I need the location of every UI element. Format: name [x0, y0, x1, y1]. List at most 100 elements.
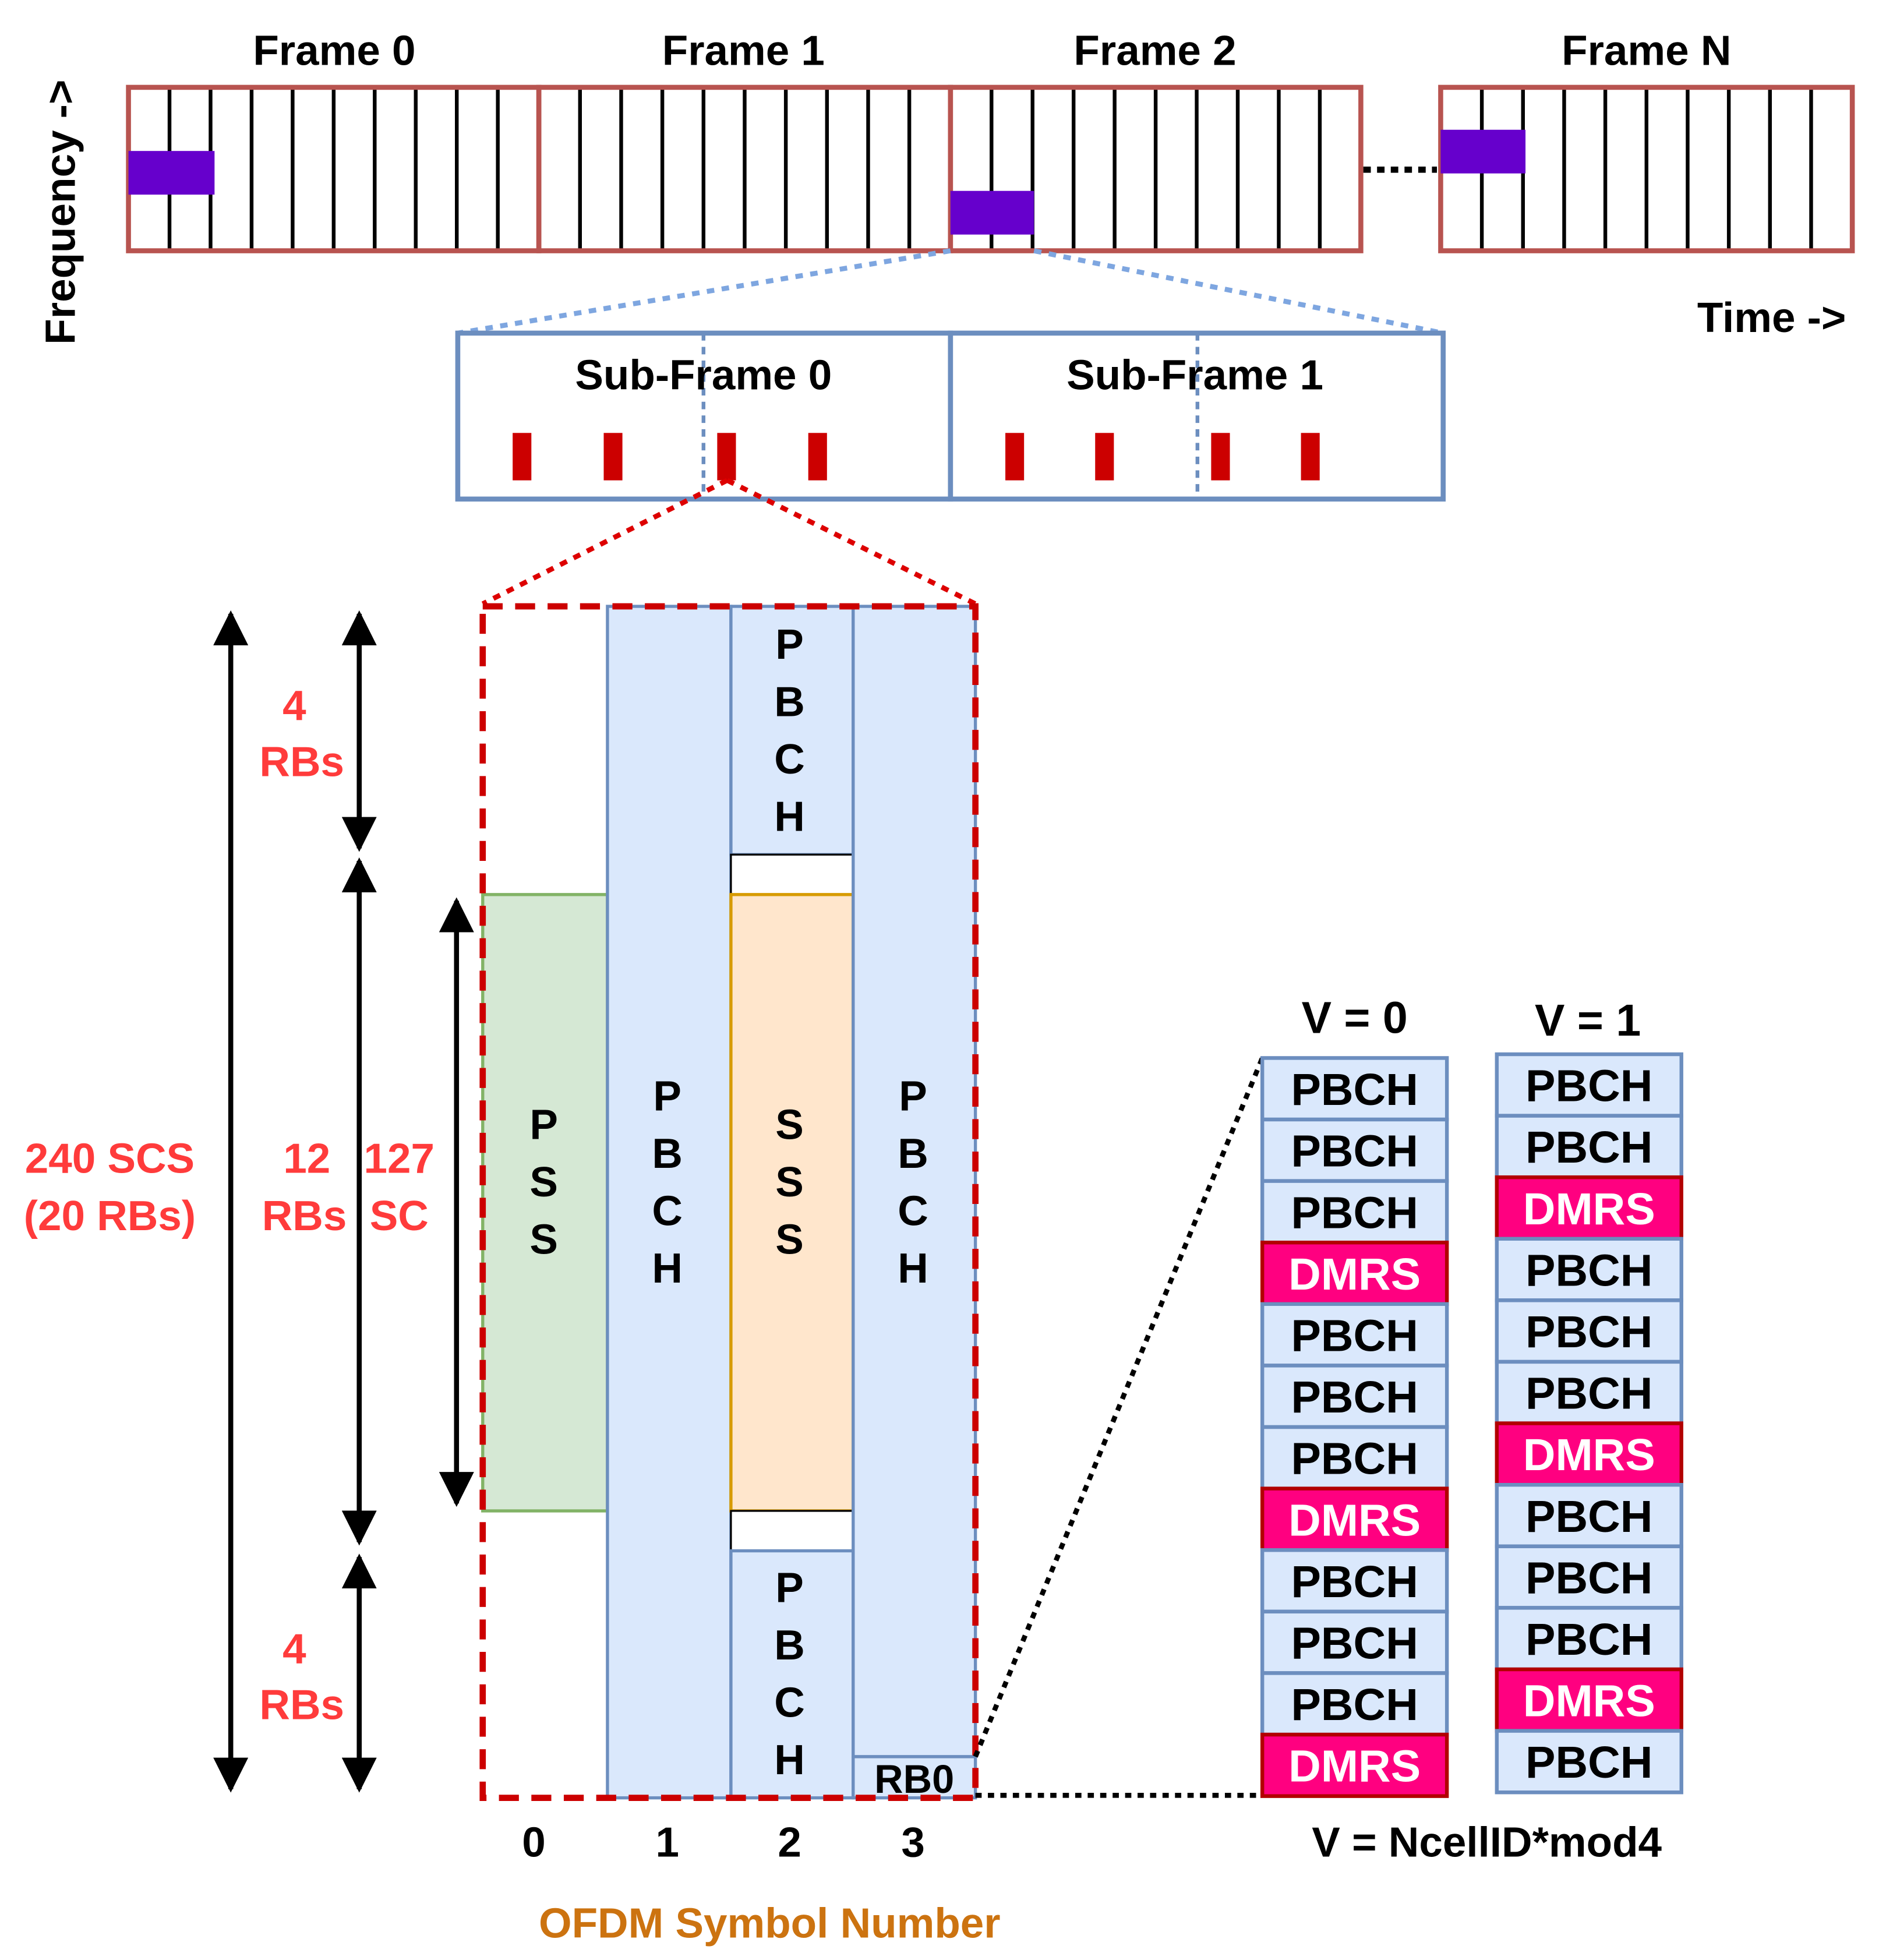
ssb-slot-marker: [808, 433, 827, 481]
pbch-top-label: P: [775, 621, 804, 668]
sss-label: S: [775, 1101, 804, 1149]
pbch-bottom-label: C: [774, 1679, 805, 1726]
dim-top-label: 4: [282, 682, 306, 729]
dmrs-cell: [1260, 1241, 1449, 1306]
pbch-cell-label: PBCH: [1525, 1553, 1652, 1603]
pbch-cell-label: PBCH: [1525, 1492, 1652, 1542]
dmrs-tables: V = 0 V = 1 PBCHPBCHPBCHDMRSPBCHPBCHPBCH…: [1260, 993, 1683, 1866]
frame-label: Frame 0: [253, 27, 415, 74]
pbch-col3-label: H: [898, 1245, 928, 1292]
dim-sc-unit: SC: [370, 1192, 429, 1239]
pbch-cell-label: PBCH: [1525, 1122, 1652, 1173]
dmrs-cell: [1260, 1486, 1449, 1552]
pbch-cell-label: PBCH: [1525, 1307, 1652, 1357]
pbch-top-block: [729, 605, 855, 856]
pbch-cell: [1260, 1364, 1449, 1429]
pbch-cell: [1495, 1729, 1683, 1795]
v-formula: V = NcellID*mod4: [1312, 1818, 1662, 1866]
v1-title: V = 1: [1535, 995, 1641, 1046]
subframe-label: Sub-Frame 1: [1066, 351, 1323, 398]
symbol-number: 2: [778, 1818, 801, 1866]
ssb-slot-marker: [1005, 433, 1025, 481]
frame-timeline: Frame 0 Frame 1 Frame 2 Frame N Frequenc…: [37, 27, 1855, 345]
zoom-line: [1033, 248, 1444, 336]
dim-mid-unit: RBs: [262, 1192, 347, 1239]
v1-column: PBCH PBCH DMRS PBCH PBCH PBCH DMRS PBCH PBCH PBCH…: [1495, 1052, 1683, 1795]
pbch-cell: [1495, 1359, 1683, 1425]
pss-label: P: [529, 1101, 558, 1149]
pbch-col1-label: P: [653, 1072, 681, 1120]
zoom-line: [457, 248, 951, 336]
frame-2-box: [948, 84, 1364, 253]
pbch-cell: [1495, 1298, 1683, 1364]
ssb-slot-marker: [717, 433, 736, 481]
subframe-label: Sub-Frame 0: [575, 351, 832, 398]
pbch-cell-label: PBCH: [1291, 1557, 1418, 1607]
pbch-cell-label: PBCH: [1291, 1188, 1418, 1238]
pbch-bottom-block: [729, 1549, 855, 1800]
frame-label: Frame 1: [662, 27, 825, 74]
pbch-col3-label: B: [898, 1130, 928, 1177]
pbch-col3-label: C: [898, 1187, 928, 1234]
ssb-marker: [950, 190, 1034, 235]
ssb-marker: [1440, 129, 1526, 174]
pss-label: S: [529, 1216, 558, 1263]
pbch-top-label: B: [774, 679, 805, 726]
pbch-cell: [1495, 1052, 1683, 1118]
dim-bottom-label: 4: [282, 1625, 306, 1672]
v0-column: PBCHPBCHPBCHDMRSPBCHPBCHPBCHDMRSPBCHPBCH…: [1260, 1056, 1449, 1798]
symbol-number: 1: [655, 1818, 679, 1866]
pbch-cell: [1495, 1482, 1683, 1549]
ssb-slot-marker: [1211, 433, 1230, 481]
pbch-cell: [1260, 1425, 1449, 1491]
pbch-cell-label: PBCH: [1525, 1061, 1652, 1111]
pbch-cell-label: PBCH: [1291, 1126, 1418, 1177]
symbol-number: 0: [522, 1818, 545, 1866]
pbch-bottom-label: B: [774, 1622, 805, 1669]
dmrs-cell: [1495, 1421, 1683, 1487]
pbch-cell-label: PBCH: [1291, 1065, 1418, 1115]
pbch-col1-label: C: [652, 1187, 683, 1234]
dim-mid-label: 12: [283, 1135, 330, 1182]
pbch-bottom-label: P: [775, 1564, 804, 1611]
pbch-col1-label: H: [652, 1245, 683, 1292]
frame-label: Frame N: [1562, 27, 1731, 74]
dmrs-cell-label: DMRS: [1288, 1495, 1421, 1545]
pbch-cell: [1260, 1056, 1449, 1122]
zoom-line: [481, 478, 729, 606]
v0-title: V = 0: [1302, 993, 1408, 1043]
pbch-cell: [1495, 1606, 1683, 1672]
pbch-col1-label: B: [652, 1130, 683, 1177]
time-axis-label: Time ->: [1697, 294, 1846, 341]
ssb-slot-marker: [513, 433, 532, 481]
pbch-cell: [1260, 1548, 1449, 1614]
dimension-labels: 240 SCS (20 RBs) 4 RBs 12 RBs 127 SC 4 R…: [24, 682, 435, 1729]
pbch-cell-label: PBCH: [1525, 1737, 1652, 1788]
pbch-cell: [1495, 1237, 1683, 1302]
pss-block: [481, 893, 609, 1513]
pbch-cell-label: PBCH: [1291, 1311, 1418, 1361]
dimension-arrows: [213, 610, 474, 1793]
pbch-cell-label: PBCH: [1525, 1615, 1652, 1665]
pbch-col3-label: P: [899, 1072, 927, 1120]
dmrs-cell-label: DMRS: [1523, 1430, 1655, 1480]
frequency-axis-label: Frequency ->: [37, 80, 84, 345]
pbch-cell-label: PBCH: [1525, 1245, 1652, 1295]
rb0-block: [852, 1755, 977, 1800]
ssb-slot-marker: [1301, 433, 1320, 481]
pss-label: S: [529, 1159, 558, 1206]
zoom-line: [973, 1057, 1265, 1758]
pbch-column-3: [852, 605, 977, 1758]
pbch-cell: [1260, 1671, 1449, 1737]
pbch-cell-label: PBCH: [1525, 1369, 1652, 1419]
dim-total-label: 240 SCS: [25, 1135, 195, 1182]
sss-label: S: [775, 1159, 804, 1206]
pbch-cell-label: PBCH: [1291, 1618, 1418, 1668]
pbch-cell-label: PBCH: [1291, 1372, 1418, 1422]
zoom-line: [726, 478, 977, 606]
guard-band: [730, 853, 854, 896]
pbch-cell: [1495, 1544, 1683, 1610]
rb0-label: RB0: [874, 1757, 954, 1802]
dmrs-cell-label: DMRS: [1523, 1676, 1655, 1726]
